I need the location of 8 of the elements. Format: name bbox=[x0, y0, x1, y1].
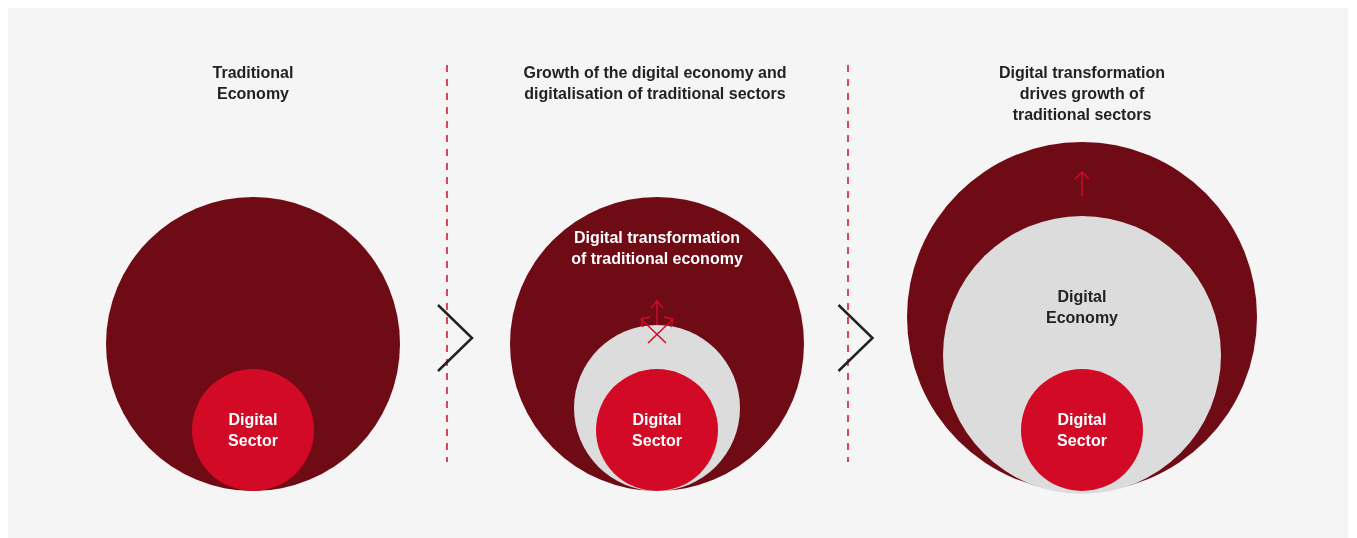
circle-label: Digital Sector bbox=[631, 410, 683, 451]
panel-title: Digital transformation drives growth of traditional sectors bbox=[997, 63, 1167, 125]
panel-title: Growth of the digital economy and digitalisation of traditional sectors bbox=[522, 63, 788, 104]
circle-label: Digital Sector bbox=[1056, 410, 1108, 451]
circle-label: Digital Sector bbox=[227, 410, 279, 451]
panel-title: Traditional Economy bbox=[211, 63, 295, 104]
circle-label: Digital Economy bbox=[1045, 287, 1119, 328]
circle-label: Digital transformation of traditional economy bbox=[570, 228, 744, 269]
